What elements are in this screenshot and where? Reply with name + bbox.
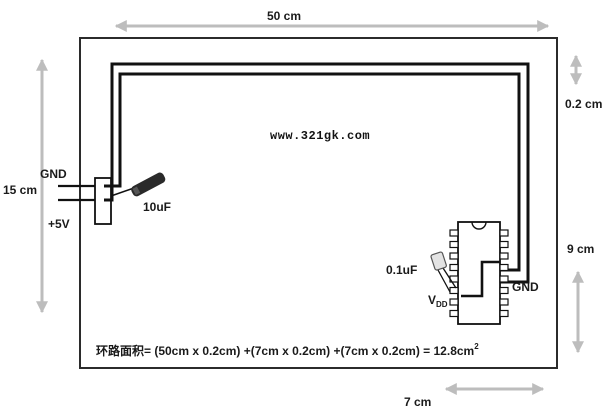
ic-pin-right-8	[499, 309, 509, 318]
gnd-trace	[104, 72, 521, 272]
ic-pins	[449, 229, 509, 318]
cap-10uf-lead	[110, 187, 135, 197]
vdd-label-main: V	[428, 293, 437, 307]
dimension-label-width-7cm: 7 cm	[404, 395, 432, 409]
ic-pin-right-2	[499, 240, 509, 249]
vcc-trace	[104, 62, 530, 284]
gnd-label-left: GND	[40, 167, 67, 181]
dimension-label-height-9cm: 9 cm	[567, 242, 595, 256]
ic-pin-right-5	[499, 275, 509, 283]
ic-pin-right-1	[499, 229, 509, 237]
cap-01uf-lead-a	[437, 269, 451, 293]
ic-pin-right-4	[499, 263, 509, 272]
ic-pin-left-1	[449, 229, 459, 237]
ic-pin-right-6	[499, 286, 509, 295]
ic-pin-left-4	[449, 263, 459, 272]
ic-pin-left-8	[449, 309, 459, 318]
capacitor-10uf	[131, 172, 166, 197]
ic-pin-right-3	[499, 252, 509, 260]
cap-01uf-lead-b	[442, 267, 457, 289]
ic-chip	[457, 221, 501, 325]
ic-pin-right-7	[499, 298, 509, 306]
vdd-label-subscript: DD	[436, 300, 448, 309]
ic-pin-left-7	[449, 298, 459, 306]
loop-area-formula-text: 环路面积= (50cm x 0.2cm) +(7cm x 0.2cm) +(7c…	[96, 344, 475, 358]
vdd-label: VDD	[428, 294, 448, 309]
loop-area-formula: 环路面积= (50cm x 0.2cm) +(7cm x 0.2cm) +(7c…	[96, 342, 479, 358]
dimension-label-width-50cm: 50 cm	[267, 9, 302, 23]
capacitor-01uf-label: 0.1uF	[386, 263, 418, 277]
gnd-label-right: GND	[512, 280, 539, 294]
plus5v-label: +5V	[48, 217, 70, 231]
ic-pin-left-3	[449, 252, 459, 260]
capacitor-10uf-label: 10uF	[143, 200, 172, 214]
ic-pin-left-2	[449, 240, 459, 249]
board-outline	[79, 37, 558, 369]
ic-pin-left-6	[449, 286, 459, 295]
watermark-url: www.321gk.com	[270, 129, 371, 143]
local-gnd-trace	[461, 260, 500, 298]
capacitor-01uf	[430, 251, 447, 271]
dimension-label-spacing-02cm: 0.2 cm	[565, 97, 603, 111]
dimension-label-height-15cm: 15 cm	[3, 183, 38, 197]
loop-area-formula-superscript: 2	[474, 342, 479, 351]
